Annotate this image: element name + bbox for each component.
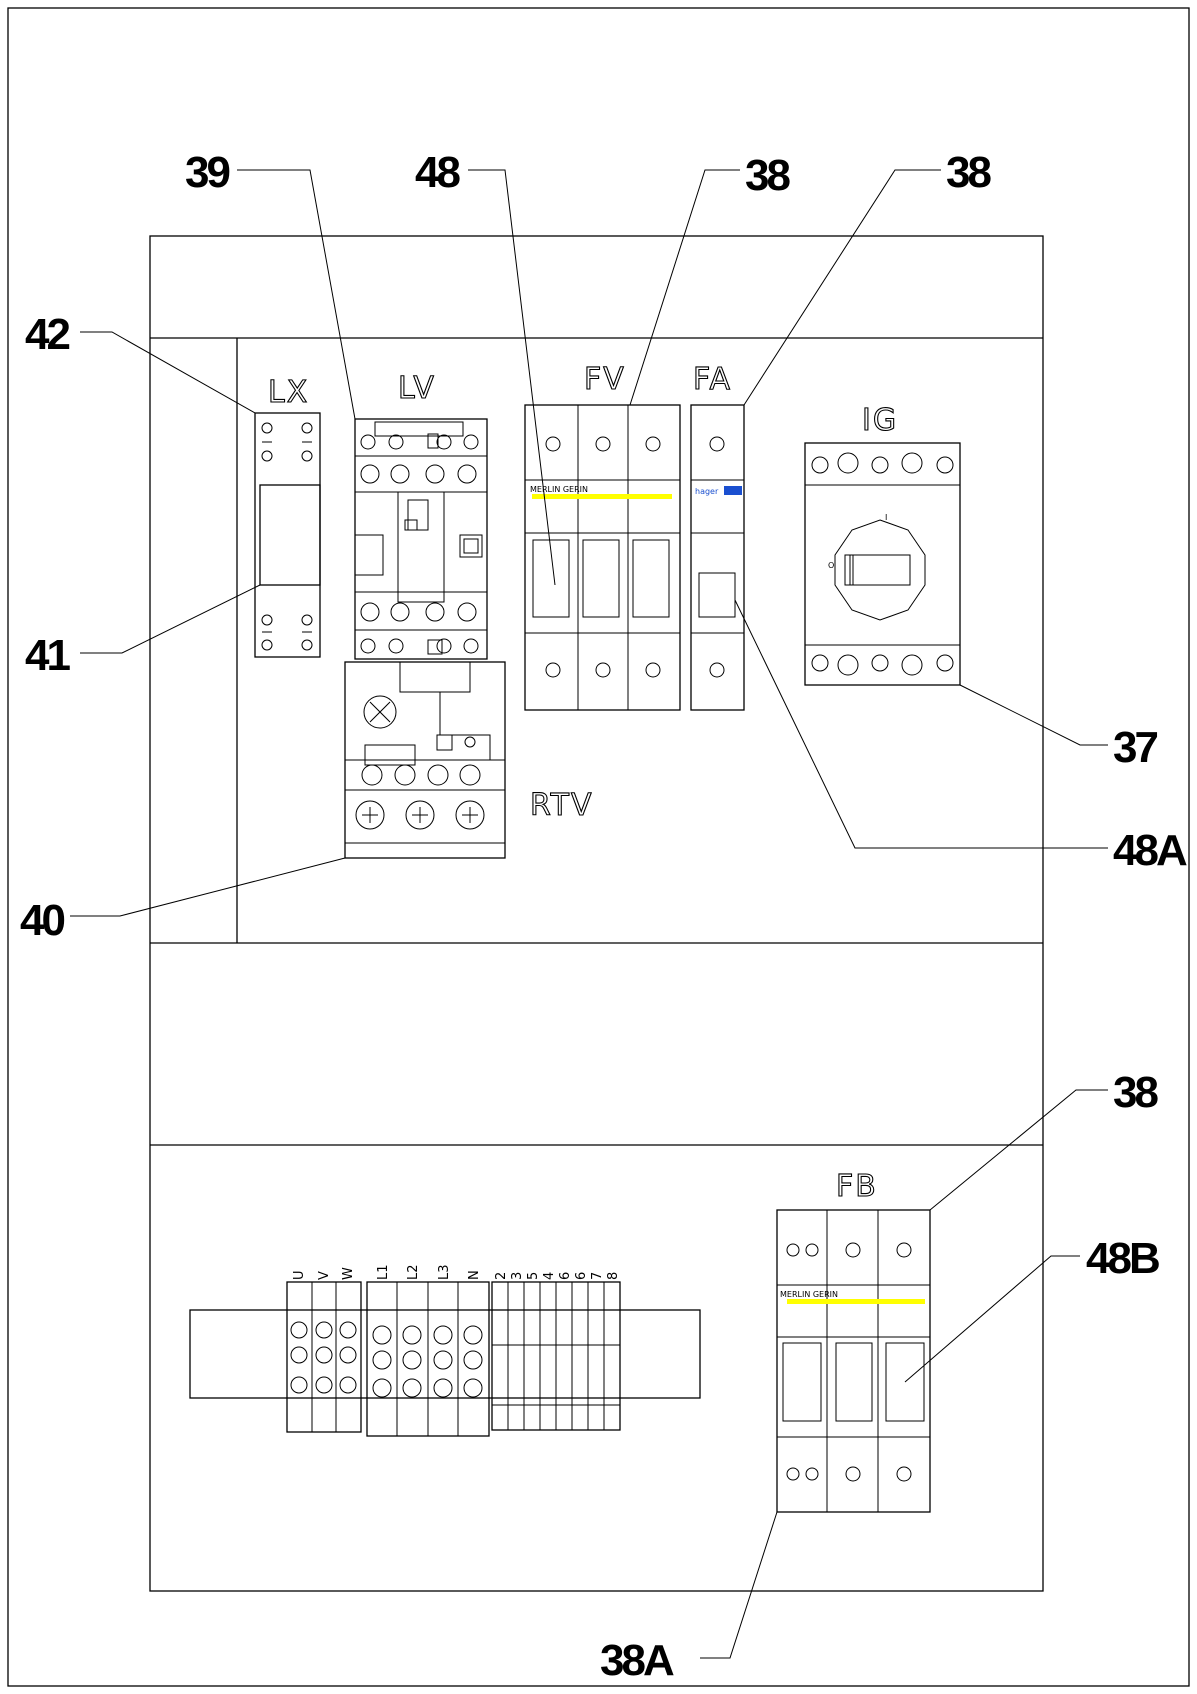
main-switch-ig [804,442,961,686]
callout-38-fa: 38 [946,148,991,197]
terminal-label: 5 [526,1272,541,1280]
component-labels: LX LV FV FA IG RTV FB [267,361,898,1204]
callout-48: 48 [415,148,460,197]
switch-mark-on: I [885,513,887,522]
brand-hager: hager [695,487,719,496]
label-fv: FV [584,362,626,397]
terminal-label: 3 [510,1272,525,1280]
label-lx: LX [268,375,309,410]
terminal-label: 8 [606,1272,621,1280]
label-fa: FA [693,362,732,397]
contactor-lv [354,418,488,660]
callout-42: 42 [25,310,69,359]
terminal-labels: U V W L1 L2 L3 N 2 3 5 4 6 6 7 8 [292,1264,621,1280]
brand-merlin-fv: MERLIN GERIN [530,485,588,494]
terminal-label: L1 [376,1264,391,1280]
terminal-label: N [467,1270,482,1280]
terminal-label: 6 [574,1272,589,1280]
callout-38-fb: 38 [1113,1068,1158,1117]
callout-38-fv: 38 [745,151,790,200]
switch-mark-off: O [828,561,834,570]
fuse-holder-fv [524,404,681,711]
terminal-label: L3 [437,1264,452,1280]
label-rtv: RTV [530,788,594,823]
terminal-label: L2 [406,1264,421,1280]
terminal-label: V [317,1271,332,1280]
fuse-holder-fa [690,404,745,711]
din-rail-terminal-blocks [189,1281,701,1437]
brand-markings: MERLIN GERIN hager MERLIN GERIN [530,485,838,1299]
callout-41: 41 [25,631,70,680]
terminal-label: 6 [558,1272,573,1280]
terminal-label: U [292,1270,307,1280]
terminal-label: 4 [542,1272,557,1280]
callout-48a: 48A [1113,826,1187,875]
callout-38a: 38A [600,1636,674,1685]
fuse-holder-fb [776,1209,931,1513]
callout-48b: 48B [1086,1234,1159,1283]
terminal-label: 2 [494,1272,509,1280]
callout-40: 40 [20,896,64,945]
callout-numbers: 39 48 38 38 42 41 37 48A 40 38 48B 38A [20,148,1190,1685]
overload-relay-rtv [344,661,506,859]
label-fb: FB [836,1169,878,1204]
panel-enclosure [149,235,1044,1592]
leader-lines [70,169,1108,1659]
pilot-light-lx [254,412,321,658]
terminal-label: W [341,1267,356,1280]
drawing-frame [7,7,1190,1687]
callout-39: 39 [185,148,229,197]
terminal-label: 7 [590,1272,605,1280]
brand-merlin-fb: MERLIN GERIN [780,1290,838,1299]
label-lv: LV [398,371,436,406]
callout-37: 37 [1113,723,1157,772]
label-ig: IG [862,403,898,438]
